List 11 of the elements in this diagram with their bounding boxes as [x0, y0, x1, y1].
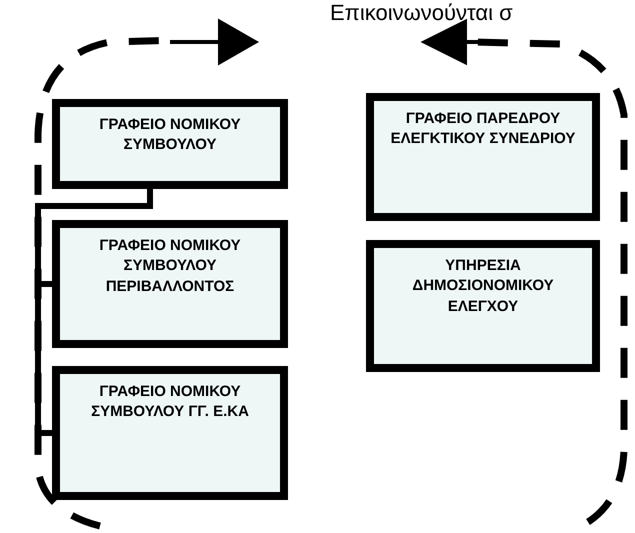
- office-name: ΓΡΑΦΕΙΟ ΝΟΜΙΚΟΥ ΣΥΜΒΟΥΛΟΥ ΠΕΡΙΒΑΛΛΟΝΤΟΣ: [98, 236, 242, 296]
- office-box: [52, 366, 288, 500]
- office-box: [366, 93, 600, 221]
- office-name: ΥΠΗΡΕΣΙΑ ΔΗΜΟΣΙΟΝΟΜΙΚΟΥ ΕΛΕΓΧΟΥ: [411, 256, 555, 316]
- office-box: [366, 240, 600, 372]
- office-box: [52, 99, 288, 189]
- office-name: ΓΡΑΦΕΙΟ ΝΟΜΙΚΟΥ ΣΥΜΒΟΥΛΟΥ ΓΓ. Ε.ΚΑ: [90, 382, 250, 422]
- title-text: Επικοινωνούνται σ: [330, 0, 513, 26]
- office-name: ΓΡΑΦΕΙΟ ΝΟΜΙΚΟΥ ΣΥΜΒΟΥΛΟΥ: [98, 115, 242, 156]
- office-name: ΓΡΑΦΕΙΟ ΠΑΡΕΔΡΟΥ ΕΛΕΓΚΤΙΚΟΥ ΣΥΝΕΔΡΙΟΥ: [390, 109, 576, 150]
- office-box: [52, 220, 288, 348]
